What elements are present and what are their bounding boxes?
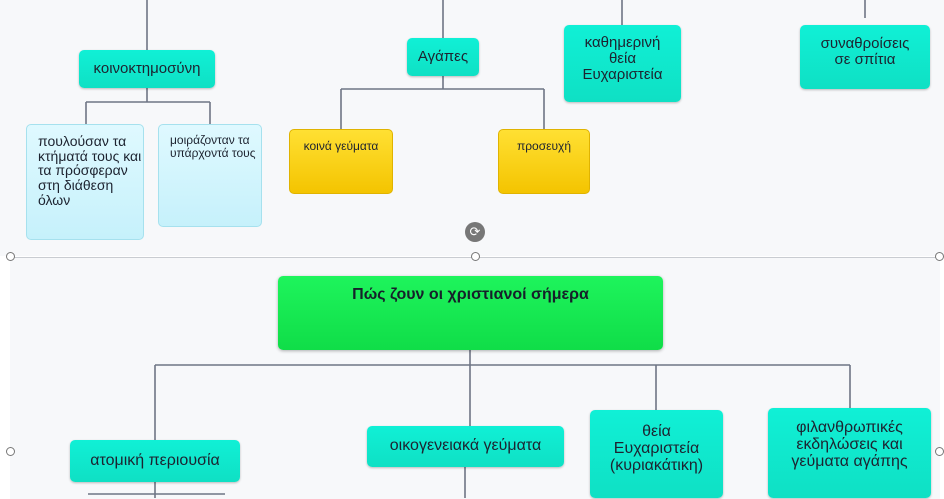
selection-handle-middle-right[interactable] xyxy=(935,447,944,456)
node-theia-kyriakatiki-label: θεία Ευχαριστεία (κυριακάτικη) xyxy=(609,423,704,474)
node-kathimerini[interactable]: καθημερινή θεία Ευχαριστεία xyxy=(564,25,681,102)
node-synathroiseis-label: συναθροίσεις σε σπίτια xyxy=(820,35,910,68)
node-synathroiseis[interactable]: συναθροίσεις σε σπίτια xyxy=(800,25,930,89)
node-koina-geymata[interactable]: κοινά γεύματα xyxy=(289,129,393,194)
node-root-label: Πώς ζουν οι χριστιανοί σήμερα xyxy=(352,286,589,303)
node-moirazontan[interactable]: μοιράζονταν τα υπάρχοντά τους xyxy=(158,124,262,227)
node-agapes[interactable]: Αγάπες xyxy=(407,38,479,76)
selection-handle-top-left[interactable] xyxy=(6,252,15,261)
node-poulousan-label: πουλούσαν τα κτήματά τους και τα πρόσφερ… xyxy=(38,133,142,208)
selection-handle-top-center[interactable] xyxy=(471,252,480,261)
node-koinoktimosyni-label: κοινοκτημοσύνη xyxy=(93,60,201,78)
node-poulousan[interactable]: πουλούσαν τα κτήματά τους και τα πρόσφερ… xyxy=(26,124,144,240)
node-proseuxi-label: προσευχή xyxy=(516,139,572,153)
selection-handle-middle-left[interactable] xyxy=(6,447,15,456)
node-moirazontan-label: μοιράζονταν τα υπάρχοντά τους xyxy=(170,133,256,160)
node-agapes-label: Αγάπες xyxy=(417,48,469,66)
node-oikogeneiaka-label: οικογενειακά γεύματα xyxy=(389,437,542,455)
node-koina-geymata-label: κοινά γεύματα xyxy=(303,139,379,153)
node-atomiki[interactable]: ατομική περιουσία xyxy=(70,440,240,482)
node-kathimerini-label: καθημερινή θεία Ευχαριστεία xyxy=(582,34,663,83)
node-atomiki-label: ατομική περιουσία xyxy=(90,451,220,469)
node-filanthropikes[interactable]: φιλανθρωπικές εκδηλώσεις και γεύματα αγά… xyxy=(768,408,931,498)
node-proseuxi[interactable]: προσευχή xyxy=(498,129,590,194)
node-theia-kyriakatiki[interactable]: θεία Ευχαριστεία (κυριακάτικη) xyxy=(590,410,723,498)
node-koinoktimosyni[interactable]: κοινοκτημοσύνη xyxy=(79,50,215,88)
selection-handle-top-right[interactable] xyxy=(935,252,944,261)
node-filanthropikes-label: φιλανθρωπικές εκδηλώσεις και γεύματα αγά… xyxy=(791,419,908,470)
node-oikogeneiaka[interactable]: οικογενειακά γεύματα xyxy=(367,426,564,467)
rotate-icon[interactable]: ⟳ xyxy=(465,222,485,242)
node-root[interactable]: Πώς ζουν οι χριστιανοί σήμερα xyxy=(278,276,663,350)
